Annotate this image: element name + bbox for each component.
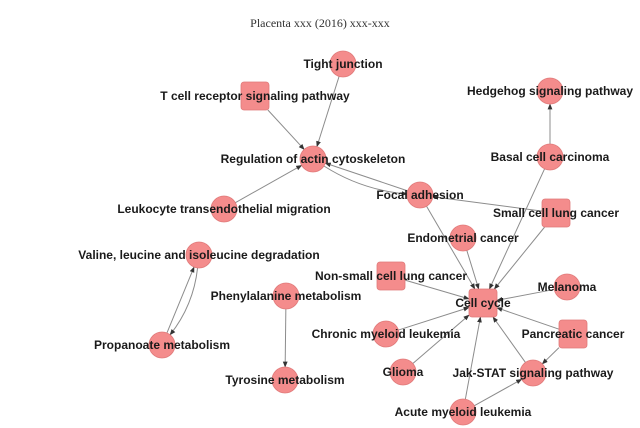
edge-propanoate-to-valine [166,266,195,334]
edge-sclc-to-cellcycle [493,226,546,290]
edge-focal-to-actin [324,162,408,192]
node-nsclc[interactable] [376,261,406,291]
node-label-tight: Tight junction [303,57,382,71]
node-melanoma[interactable] [553,273,581,301]
edge-phe-to-tyrosine [282,308,288,368]
node-endo[interactable] [449,224,477,252]
edge-aml-to-jakstat [474,378,523,407]
edge-focal-to-cellcycle [426,205,476,290]
node-aml[interactable] [449,398,477,426]
node-label-basal: Basal cell carcinoma [491,150,610,164]
node-basal[interactable] [536,143,564,171]
edge-cml-to-cellcycle [398,306,470,331]
node-tcell[interactable] [240,81,270,111]
node-label-jakstat: Jak-STAT signaling pathway [453,366,614,380]
node-label-nsclc: Non-small cell lung cancer [315,269,467,283]
edge-sclc-to-focal [432,195,543,212]
edge-aml-to-cellcycle [464,316,482,400]
edge-tight-to-actin [316,76,340,148]
node-label-pancreatic: Pancreatic cancer [522,327,625,341]
node-actin[interactable] [299,145,327,173]
edge-pancreatic-to-cellcycle [496,307,560,330]
node-label-tyrosine: Tyrosine metabolism [225,373,344,387]
node-valine[interactable] [185,241,213,269]
node-jakstat[interactable] [519,359,547,387]
node-sclc[interactable] [541,198,571,228]
edge-jakstat-to-cellcycle [492,316,526,363]
node-label-melanoma: Melanoma [538,280,597,294]
node-label-sclc: Small cell lung cancer [493,206,619,220]
node-propanoate[interactable] [148,331,176,359]
node-label-aml: Acute myeloid leukemia [395,405,532,419]
node-hedgehog[interactable] [536,77,564,105]
edge-tcell-to-actin [267,109,305,150]
node-focal[interactable] [406,181,434,209]
edge-valine-to-propanoate [169,267,199,336]
node-cellcycle[interactable] [468,288,498,318]
node-phe[interactable] [272,282,300,310]
node-label-tcell: T cell receptor signaling pathway [160,89,350,103]
edge-endo-to-cellcycle [466,250,480,290]
edge-nsclc-to-cellcycle [404,279,470,300]
node-leuko[interactable] [210,195,238,223]
node-label-hedgehog: Hedgehog signaling pathway [467,84,633,98]
edge-leuko-to-actin [235,164,303,204]
node-label-glioma: Glioma [383,365,424,379]
node-label-focal: Focal adhesion [376,188,463,202]
node-label-endo: Endometrial cancer [407,231,519,245]
citation-header: Placenta xxx (2016) xxx-xxx [250,16,390,30]
node-label-leuko: Leukocyte transendothelial migration [117,202,330,216]
edge-glioma-to-cellcycle [412,314,470,364]
node-label-actin: Regulation of actin cytoskeleton [221,152,406,166]
node-label-phe: Phenylalanine metabolism [211,289,362,303]
node-label-valine: Valine, leucine and isoleucine degradati… [78,248,319,262]
node-glioma[interactable] [389,358,417,386]
edge-pancreatic-to-jakstat [541,347,560,365]
node-tyrosine[interactable] [271,366,299,394]
node-label-cml: Chronic myeloid leukemia [312,327,461,341]
node-label-cellcycle: Cell cycle [455,296,511,310]
edge-melanoma-to-cellcycle [496,288,555,302]
edge-actin-to-focal [323,165,408,196]
node-cml[interactable] [372,320,400,348]
node-label-propanoate: Propanoate metabolism [94,338,230,352]
node-tight[interactable] [329,50,357,78]
edge-basal-to-cellcycle [488,168,546,290]
node-pancreatic[interactable] [558,319,588,349]
